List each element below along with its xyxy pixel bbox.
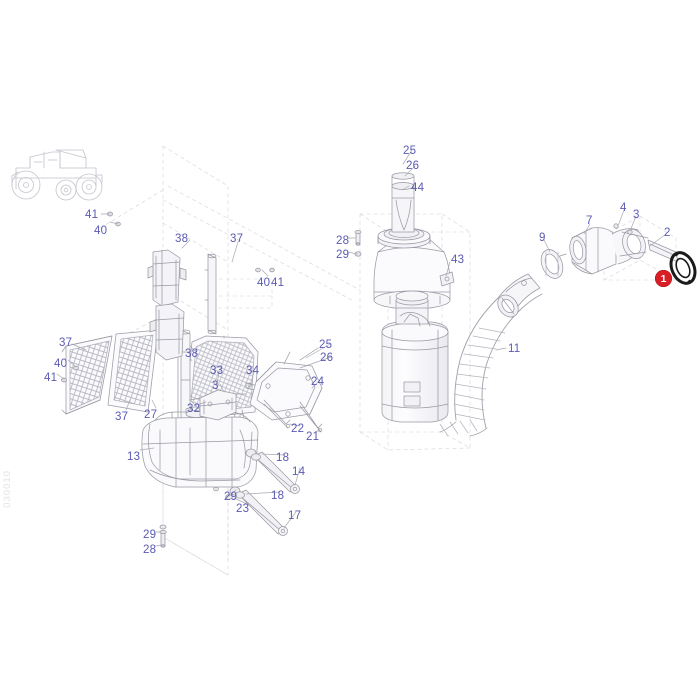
callout-4[interactable]: 4 [620,202,627,214]
callout-29[interactable]: 29 [143,529,157,541]
callout-29[interactable]: 29 [336,249,350,261]
callout-28[interactable]: 28 [336,235,350,247]
callout-37[interactable]: 37 [115,411,129,423]
heat-shield-panel [249,347,323,421]
bolt-28-bottom [159,524,167,548]
dpf-canister [381,290,449,423]
fastener-41-left [61,377,67,383]
frame-rail-vertical [204,253,217,335]
charge-air-pipe [569,223,649,275]
callout-11[interactable]: 11 [508,343,521,355]
callout-26[interactable]: 26 [320,352,334,364]
washer-18b [235,491,245,499]
radiator-grille-mid [107,329,159,413]
callout-38[interactable]: 38 [175,233,189,245]
callout-9[interactable]: 9 [539,232,546,244]
callout-26[interactable]: 26 [406,160,420,172]
sheet-code-watermark: 030010 [2,470,13,508]
frame-bracket-lower [149,303,185,361]
callout-38[interactable]: 38 [185,348,199,360]
callout-32[interactable]: 32 [187,403,201,415]
callout-22[interactable]: 22 [291,423,305,435]
fuel-tank [141,406,259,488]
callout-40[interactable]: 40 [54,358,68,370]
callout-34[interactable]: 34 [246,365,260,377]
callout-29[interactable]: 29 [224,491,238,503]
flexible-corrugated-hose [439,273,543,437]
fastener-23 [213,486,233,500]
frame-bracket-upper [147,249,187,307]
callout-21[interactable]: 21 [306,431,320,443]
highlighted-sealing-ring [669,251,697,285]
washer-18a [251,453,261,461]
fastener-40-41-mid [255,267,275,273]
intake-bracket-2 [647,239,679,263]
callout-41[interactable]: 41 [44,372,58,384]
callout-18[interactable]: 18 [271,490,285,502]
bolt-28-muffler [354,230,362,257]
callout-13[interactable]: 13 [127,451,141,463]
clamp-on-hose [497,294,519,318]
callout-3[interactable]: 3 [212,380,219,392]
callout-25[interactable]: 25 [319,339,333,351]
callout-7[interactable]: 7 [586,215,593,227]
leader-lines [56,149,667,547]
callout-41[interactable]: 41 [85,209,99,221]
callout-41[interactable]: 41 [271,277,285,289]
callout-2[interactable]: 2 [664,227,671,239]
tractor-thumbnail [11,149,103,201]
callout-25[interactable]: 25 [403,145,417,157]
callout-37[interactable]: 37 [230,233,244,245]
callout-14[interactable]: 14 [292,466,306,478]
bracket-arms [263,399,323,433]
fastener-40-left [73,365,79,371]
callout-37[interactable]: 37 [59,337,73,349]
clamp-ring-9 [540,249,567,279]
callout-27[interactable]: 27 [144,409,158,421]
callout-40[interactable]: 40 [94,225,108,237]
callout-23[interactable]: 23 [236,503,250,515]
callout-17[interactable]: 17 [288,510,302,522]
bracket-32 [189,389,247,421]
callout-33[interactable]: 33 [210,365,224,377]
radiator-grille-left [61,335,113,415]
callout-3[interactable]: 3 [633,209,640,221]
callout-24[interactable]: 24 [311,376,325,388]
highlight-badge-1[interactable]: 1 [655,270,672,287]
callout-28[interactable]: 28 [143,544,157,556]
callout-43[interactable]: 43 [451,254,465,266]
callout-40[interactable]: 40 [257,277,271,289]
callout-44[interactable]: 44 [411,182,425,194]
callout-18[interactable]: 18 [276,452,290,464]
